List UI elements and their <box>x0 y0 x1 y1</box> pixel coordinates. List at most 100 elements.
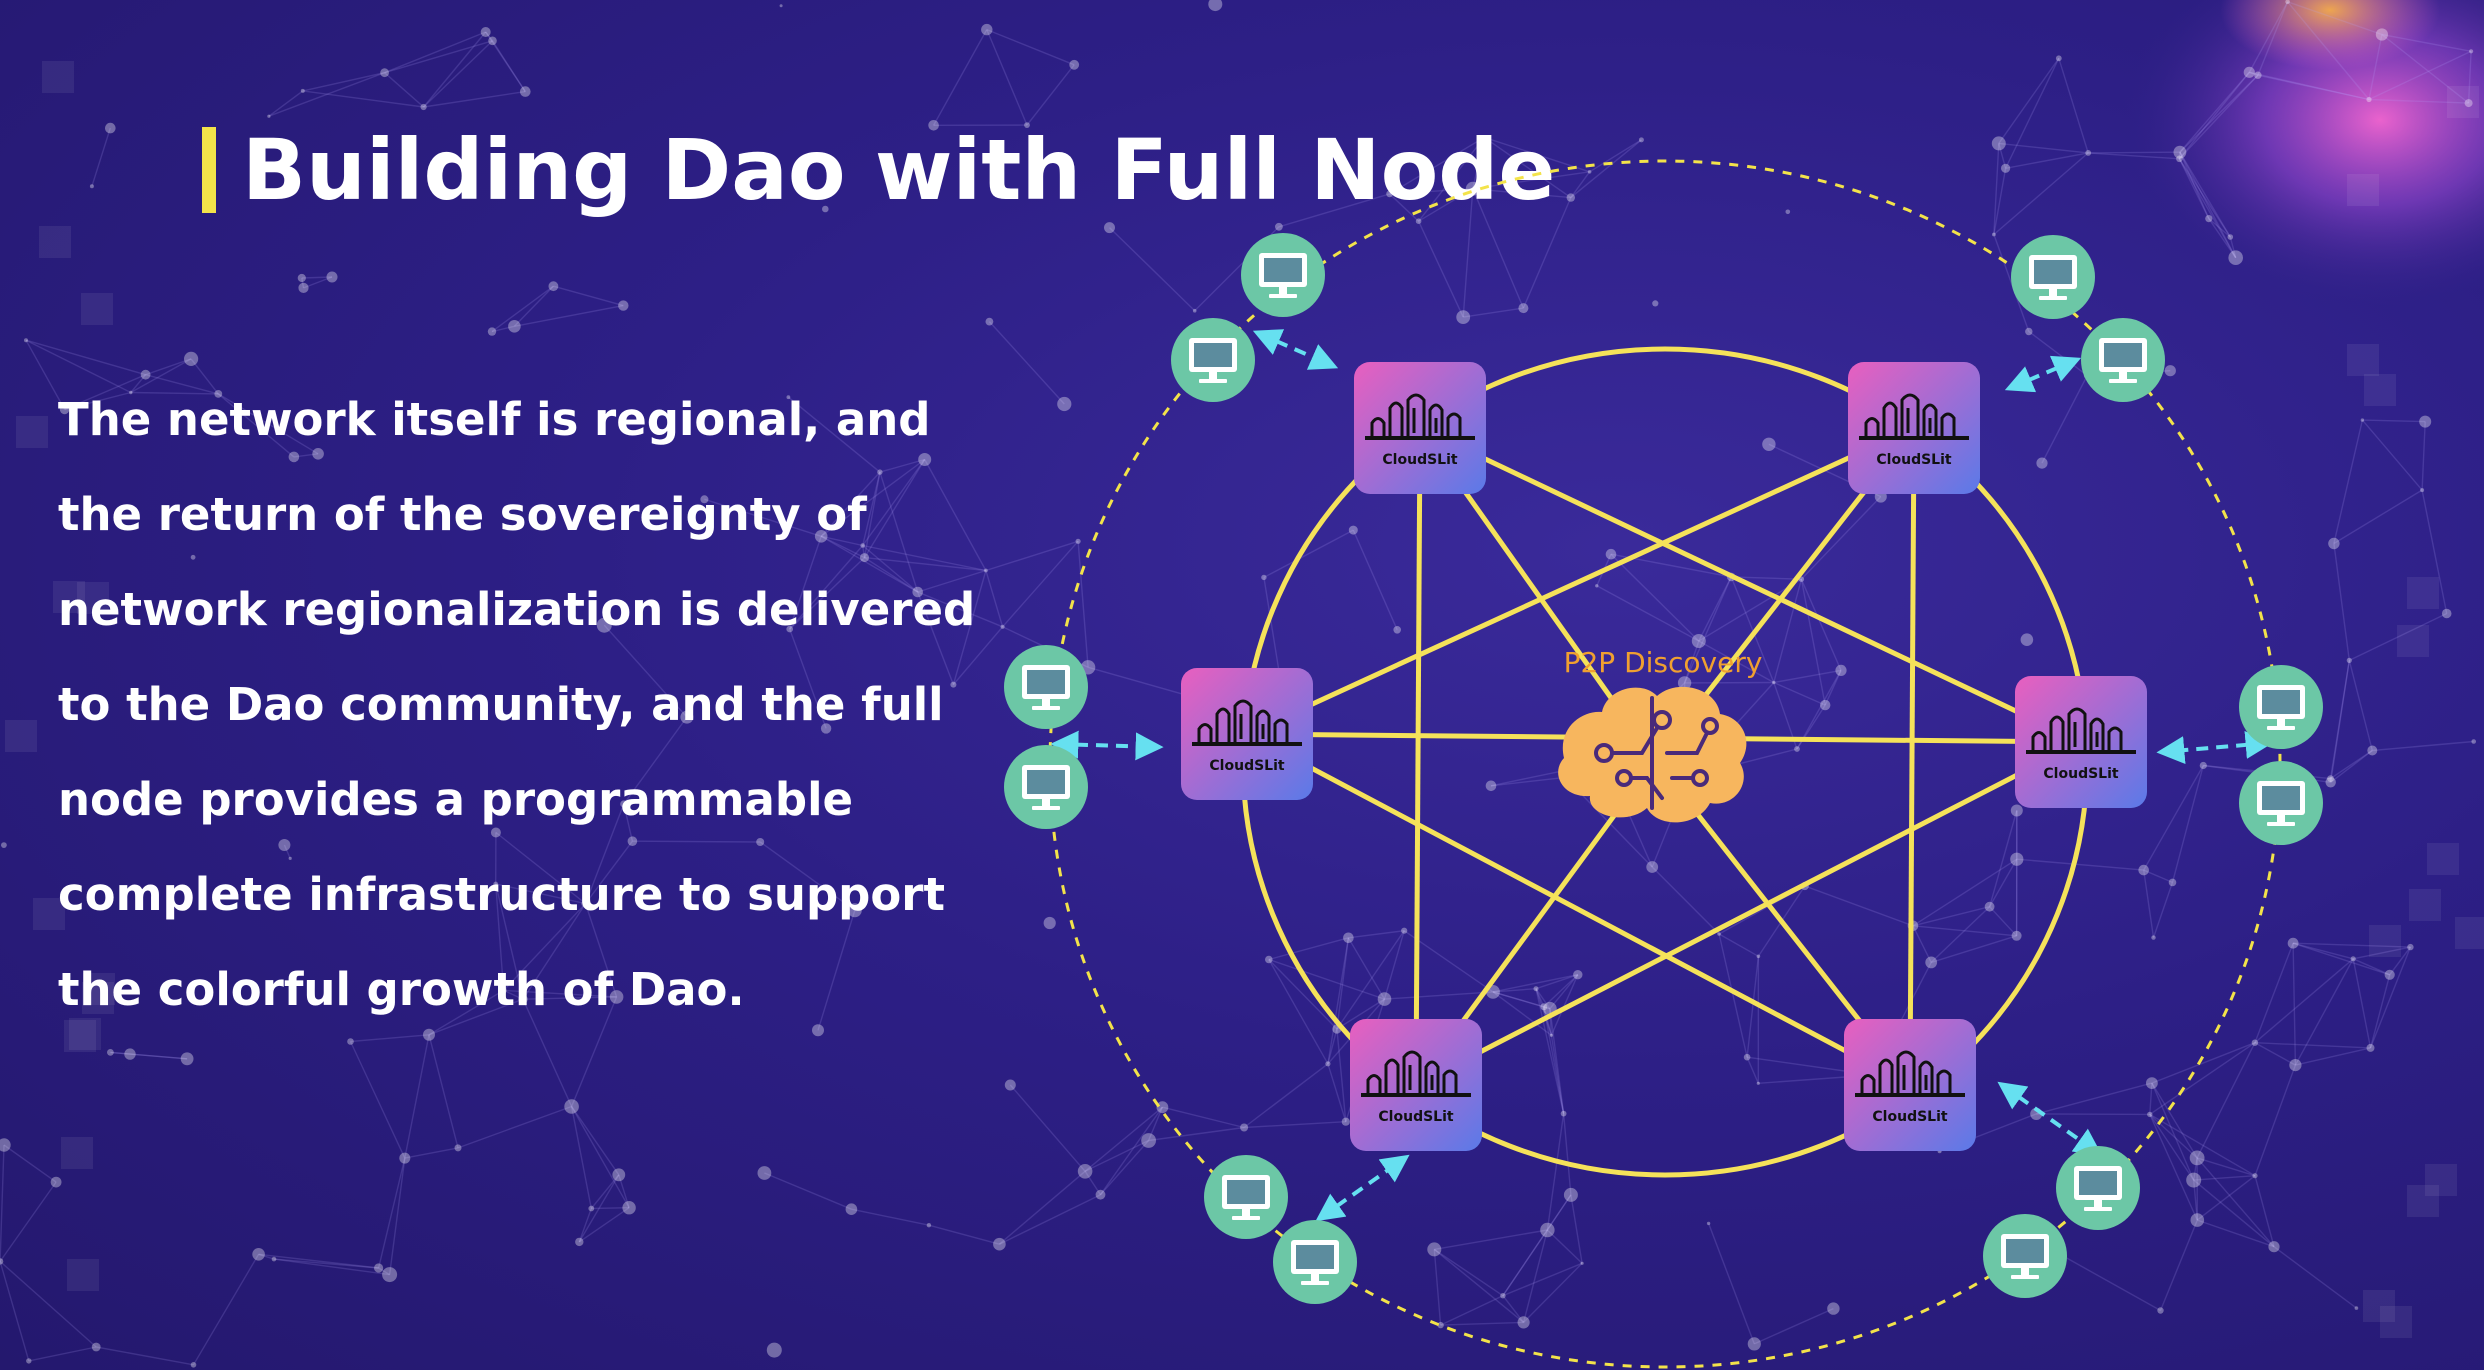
bg-line <box>2249 71 2259 76</box>
bg-line <box>1993 152 2089 236</box>
bg-line <box>404 1034 430 1159</box>
bg-dot <box>877 469 883 475</box>
bg-line <box>1327 1028 1338 1064</box>
bg-dot <box>2085 150 2092 156</box>
bg-dot <box>374 1263 384 1273</box>
bg-dot <box>918 453 932 466</box>
bg-line <box>584 803 625 904</box>
bg-line <box>817 910 856 1031</box>
bg-line <box>1389 188 1473 195</box>
bg-dot <box>700 495 709 504</box>
mesh-line <box>1245 731 1912 1088</box>
bg-line <box>1084 1106 1163 1172</box>
bg-dot <box>912 586 923 598</box>
bg-line <box>1440 1295 1504 1326</box>
bg-line <box>879 458 925 473</box>
bg-dot <box>2469 49 2474 54</box>
bg-line <box>1026 64 1075 126</box>
bg-line <box>1930 906 1991 963</box>
bg-line <box>2193 1175 2256 1181</box>
bg-dot <box>2384 969 2395 980</box>
bg-line <box>2353 946 2411 960</box>
bg-line <box>1698 578 1802 642</box>
bg-line <box>1148 1126 1245 1142</box>
bg-line <box>1800 579 1826 706</box>
bg-line <box>2088 151 2180 154</box>
bg-line <box>2369 974 2391 1049</box>
bg-dot <box>1427 1242 1442 1257</box>
bg-line <box>2369 946 2412 1049</box>
bg-dot <box>928 120 939 131</box>
bg-line <box>145 358 192 376</box>
bg-square <box>39 226 71 258</box>
bg-line <box>1084 1170 1102 1196</box>
bg-square <box>2425 1164 2457 1196</box>
bg-line <box>28 1346 97 1362</box>
bg-line <box>91 127 111 187</box>
bg-line <box>2330 749 2373 783</box>
bg-dot <box>1794 746 1800 752</box>
bg-line <box>1433 1248 1525 1323</box>
bg-dot <box>581 899 590 908</box>
bg-dot <box>1756 1081 1760 1085</box>
bg-dot <box>520 86 531 97</box>
bg-line <box>928 1224 1000 1245</box>
bg-line <box>129 1053 188 1060</box>
bg-line <box>571 1106 620 1176</box>
bg-line <box>1327 1063 1347 1122</box>
bg-line <box>851 1208 930 1226</box>
bg-line <box>2352 958 2372 1049</box>
bg-line <box>268 72 385 117</box>
bg-line <box>2196 1042 2256 1159</box>
bg-line <box>863 471 881 558</box>
bg-line <box>2149 1083 2153 1115</box>
bg-line <box>1912 925 2017 937</box>
bg-line <box>603 624 688 718</box>
bg-line <box>1077 541 1089 668</box>
bg-line <box>423 90 526 108</box>
arrow-bottom-right-line <box>1997 1081 2103 1157</box>
bg-dot <box>820 723 832 734</box>
bg-line <box>503 989 617 998</box>
bg-dot <box>779 4 783 8</box>
bg-line <box>2004 57 2060 169</box>
client-computers <box>1004 233 2323 1304</box>
bg-dot <box>2419 415 2432 428</box>
bg-line <box>0 1260 97 1348</box>
bg-line <box>2016 858 2144 871</box>
bg-line <box>1109 227 1196 312</box>
bg-line <box>1278 193 1390 228</box>
bg-line <box>591 1207 630 1210</box>
bg-line <box>2467 51 2472 104</box>
bg-line <box>570 1106 592 1209</box>
bg-line <box>2193 1157 2198 1181</box>
computer-monitor-icon <box>2011 235 2095 319</box>
mesh-line <box>1414 739 2083 1088</box>
bg-dot <box>252 1248 265 1261</box>
bg-line <box>820 535 919 593</box>
bg-dot <box>2055 55 2062 62</box>
bg-dot <box>2354 1306 2359 1310</box>
bg-line <box>96 1346 194 1366</box>
bg-line <box>2292 943 2297 1066</box>
bg-dot <box>1043 916 1056 930</box>
bg-line <box>1009 1084 1086 1172</box>
bg-dot <box>981 23 993 36</box>
bg-line <box>2257 74 2370 101</box>
bg-dot <box>564 1099 579 1114</box>
bg-line <box>1570 139 1642 199</box>
bg-dot <box>2464 99 2473 108</box>
bg-line <box>1730 576 1775 683</box>
bg-line <box>2208 218 2237 259</box>
bg-line <box>302 72 385 92</box>
bg-line <box>1796 670 1842 750</box>
bg-line <box>1523 1262 1583 1323</box>
bg-dot <box>612 1168 626 1182</box>
bg-line <box>423 31 487 108</box>
bg-dot <box>105 122 116 134</box>
bg-line <box>384 72 425 108</box>
bg-dot <box>1925 956 1938 969</box>
bg-line <box>2362 419 2426 423</box>
bg-line <box>273 1258 379 1269</box>
